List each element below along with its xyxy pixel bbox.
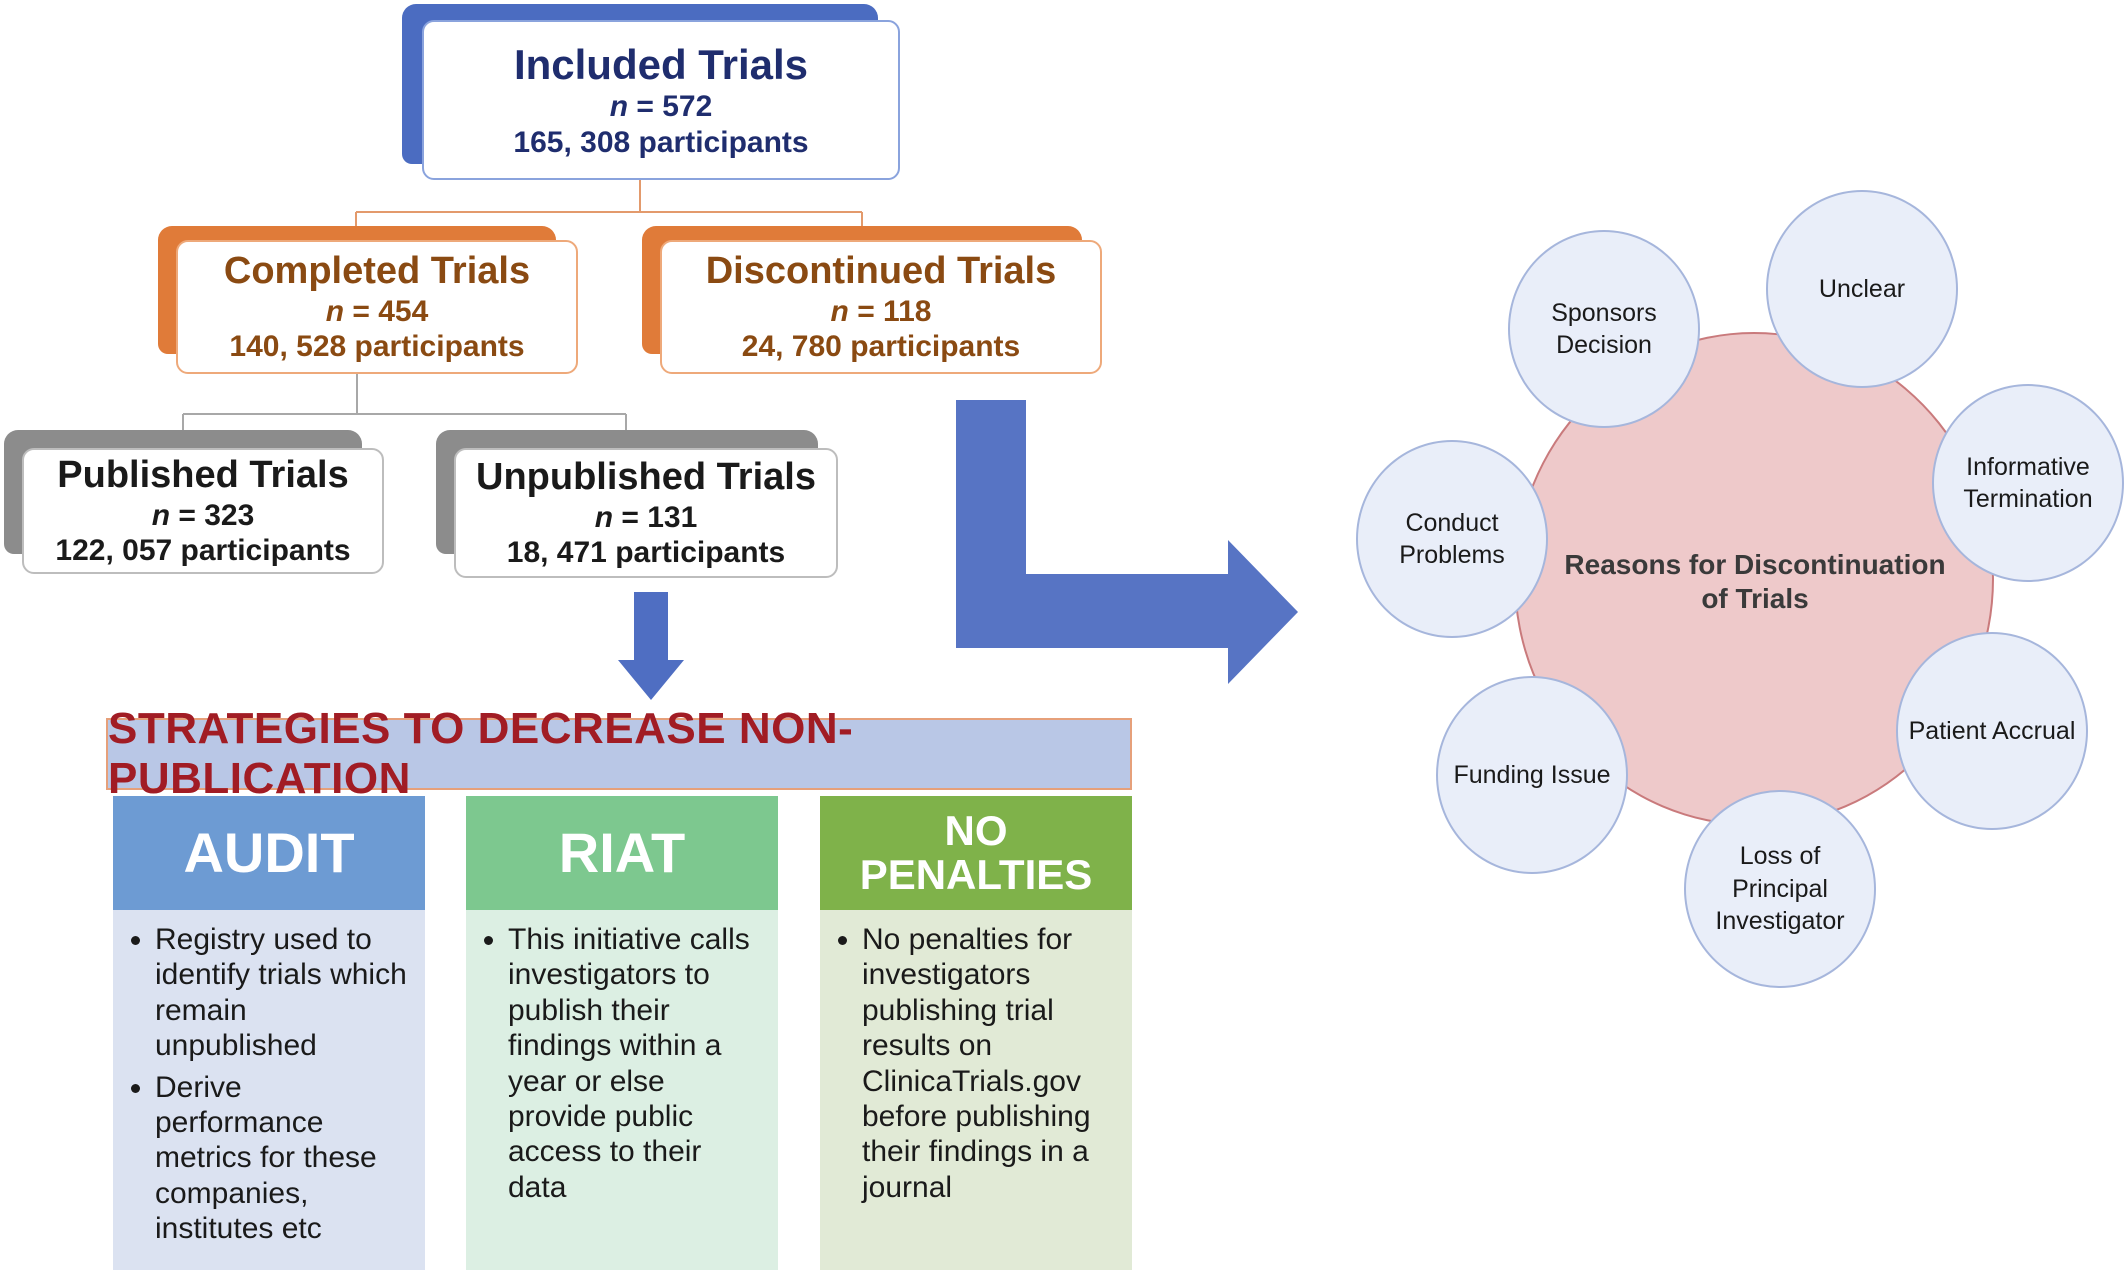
published-n: n = 323 [151,499,255,533]
completed-title: Completed Trials [223,250,531,293]
published-title: Published Trials [57,454,349,497]
no-penalties-bullets: No penalties for investigators publishin… [838,922,1116,1205]
discontinued-trials-box: Discontinued Trials n = 118 24, 780 part… [660,240,1102,374]
discontinued-participants: 24, 780 participants [741,330,1021,364]
unpublished-n: n = 131 [594,501,698,535]
no-penalties-header: NO PENALTIES [820,796,1132,910]
strategies-banner: STRATEGIES TO DECREASE NON-PUBLICATION [106,704,1132,803]
audit-body: Registry used to identify trials which r… [113,910,425,1270]
included-participants: 165, 308 participants [513,125,809,159]
audit-title: AUDIT [183,820,355,884]
reason-unclear: Unclear [1766,190,1958,388]
riat-body: This initiative calls investigators to p… [466,910,778,1270]
published-participants: 122, 057 participants [55,534,351,568]
bent-arrow [956,400,1298,684]
down-arrow [618,592,684,700]
reason-funding-issue: Funding Issue [1436,676,1628,874]
published-trials-box: Published Trials n = 323 122, 057 partic… [22,448,384,574]
included-trials-box: Included Trials n = 572 165, 308 partici… [422,20,900,180]
discontinued-title: Discontinued Trials [705,250,1057,293]
no-penalties-title-line2: PENALTIES [859,851,1093,898]
audit-bullets: Registry used to identify trials which r… [131,922,409,1247]
audit-header: AUDIT [113,796,425,910]
no-penalties-body: No penalties for investigators publishin… [820,910,1132,1270]
riat-header: RIAT [466,796,778,910]
reason-patient-accrual: Patient Accrual [1896,632,2088,830]
unpublished-trials-box: Unpublished Trials n = 131 18, 471 parti… [454,448,838,578]
discontinued-n: n = 118 [830,295,932,329]
no-penalties-title-line1: NO [944,806,1008,854]
completed-n: n = 454 [325,295,429,329]
completed-participants: 140, 528 participants [229,330,525,364]
unpublished-participants: 18, 471 participants [506,536,786,570]
lower-tree-lines [182,374,627,438]
reasons-center-label: Reasons for Discontinuation of Trials [1564,549,1946,614]
riat-bullets: This initiative calls investigators to p… [484,922,762,1205]
audit-bullet-2: Derive performance metrics for these com… [155,1070,409,1247]
included-n: n = 572 [609,90,713,124]
included-title: Included Trials [513,40,809,88]
unpublished-title: Unpublished Trials [476,456,816,499]
audit-bullet-1: Registry used to identify trials which r… [155,922,409,1064]
riat-title: RIAT [558,820,686,884]
no-penalties-bullet-1: No penalties for investigators publishin… [862,922,1116,1205]
completed-trials-box: Completed Trials n = 454 140, 528 partic… [176,240,578,374]
riat-bullet-1: This initiative calls investigators to p… [508,922,762,1205]
